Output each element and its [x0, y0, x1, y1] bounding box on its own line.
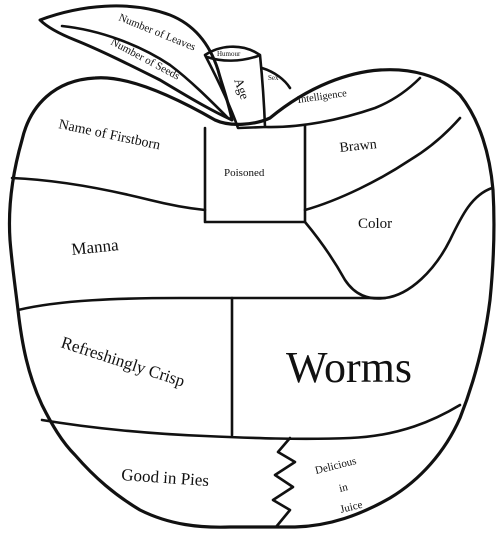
brawn-divider: [303, 116, 462, 212]
zigzag-divider: [271, 436, 297, 529]
label-age: Age: [231, 76, 253, 102]
stem-cap-divider: [205, 54, 260, 62]
label-worms: Worms: [286, 343, 412, 392]
label-brawn: Brawn: [339, 137, 378, 156]
label-in: in: [338, 481, 350, 495]
label-manna: Manna: [70, 235, 119, 259]
sex-divider: [260, 66, 292, 90]
label-color: Color: [358, 216, 392, 232]
label-good-in-pies: Good in Pies: [121, 465, 210, 490]
label-name-of-firstborn: Name of Firstborn: [57, 117, 161, 153]
stem: [203, 45, 267, 130]
apple-outline: [7, 68, 496, 529]
label-sex: Sex: [268, 74, 279, 82]
bottom-cross-divider: [40, 403, 462, 441]
label-juice: Juice: [339, 499, 364, 516]
intelligence-divider: [263, 76, 422, 129]
top-cross-divider: [10, 176, 207, 212]
label-humour: Humour: [217, 50, 241, 58]
color-divider: [303, 186, 494, 300]
label-poisoned: Poisoned: [224, 167, 265, 179]
label-refreshingly-crisp: Refreshingly Crisp: [59, 333, 187, 391]
poisoned-box: [203, 124, 307, 224]
leaf: [38, 4, 234, 122]
leaf-vein: [60, 24, 230, 120]
label-delicious: Delicious: [314, 455, 358, 477]
label-intelligence: Intelligence: [297, 88, 348, 106]
manna-divider: [16, 296, 387, 312]
